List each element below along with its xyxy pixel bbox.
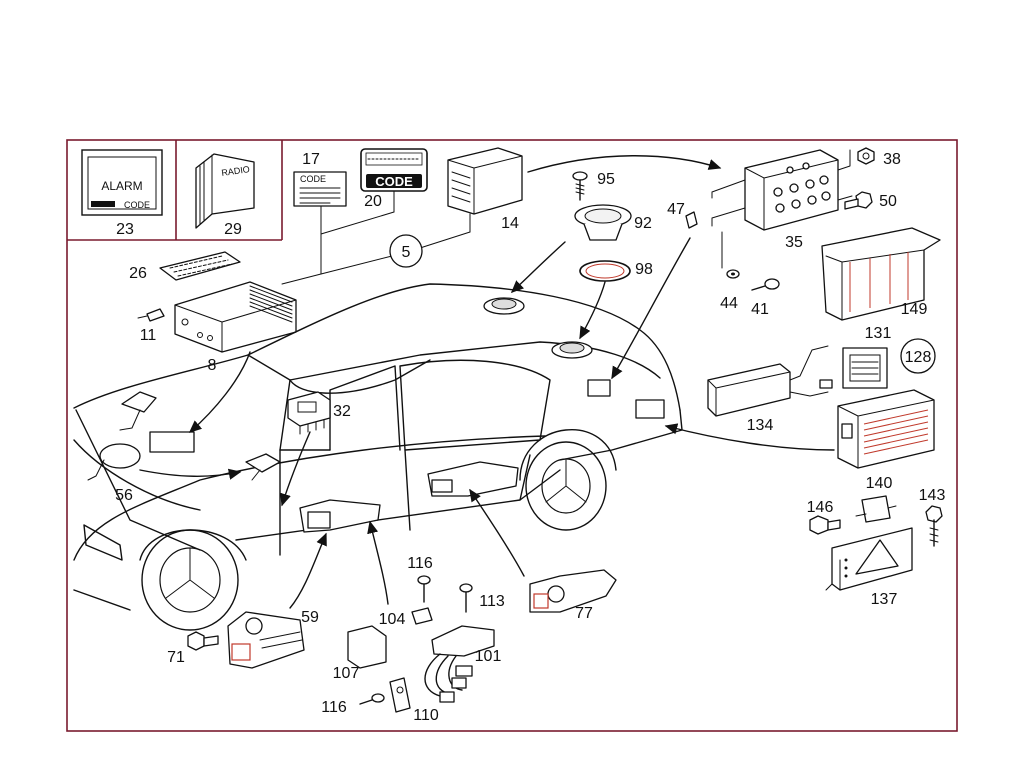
- radio-unit-part-14: [447, 147, 523, 215]
- alarm-text: ALARM: [101, 179, 142, 193]
- diagram-frame: [66, 139, 958, 732]
- callout-131: 131: [865, 325, 892, 342]
- bracket-part-110: [389, 677, 411, 713]
- bolt-part-146: [809, 515, 841, 535]
- callout-113: 113: [479, 593, 505, 610]
- amplifier-part-140: [837, 389, 935, 469]
- callout-41: 41: [751, 301, 769, 318]
- screw-part-116-lower: [359, 693, 385, 705]
- gasket-part-98: [579, 260, 631, 282]
- callout-29: 29: [224, 221, 242, 238]
- screw-part-41: [751, 278, 780, 291]
- bolt-part-50: [844, 191, 873, 210]
- code-display-text: CODE: [375, 174, 413, 189]
- sensor-assembly-part-59: [227, 611, 305, 669]
- callout-104: 104: [379, 611, 406, 628]
- callout-146: 146: [807, 499, 834, 516]
- code-card-part-17: CODE: [293, 171, 347, 207]
- screw-part-143: [925, 505, 943, 547]
- screw-part-113: [459, 583, 473, 613]
- alarm-sticker-part-23: ALARM CODE: [81, 149, 163, 216]
- code-card-text: CODE: [300, 174, 326, 184]
- radio-text: RADIO: [221, 164, 251, 178]
- fuse-part-11: [137, 308, 165, 322]
- cover-part-107: [347, 625, 387, 669]
- clip-part-104: [411, 607, 433, 625]
- callout-95: 95: [597, 171, 615, 188]
- washer-part-44: [726, 269, 740, 279]
- mounting-bracket-part-137: [825, 527, 913, 591]
- clip-part-47: [685, 211, 698, 229]
- callout-5: 5: [402, 244, 411, 261]
- callout-143: 143: [919, 487, 946, 504]
- speaker-part-92: [574, 204, 632, 241]
- callout-77: 77: [575, 605, 593, 622]
- bracket-part-35: [711, 149, 853, 231]
- callout-110: 110: [413, 707, 439, 724]
- callout-32: 32: [333, 403, 351, 420]
- callout-26: 26: [129, 265, 147, 282]
- callout-59: 59: [301, 609, 319, 626]
- wiring-part-101: [424, 625, 495, 703]
- handle-part-77: [529, 569, 617, 613]
- callout-labels: 5 8 11 14 17 20 23 26 29 32 35 38 41 44 …: [115, 151, 945, 724]
- callout-38: 38: [883, 151, 901, 168]
- nut-part-38: [857, 147, 875, 165]
- callout-5-leaders: [281, 190, 471, 285]
- code-display-part-20: CODE: [360, 148, 428, 192]
- bolt-part-71: [187, 631, 219, 651]
- remote-control-part-26: [159, 251, 241, 281]
- vehicle-body: [73, 283, 683, 631]
- callout-140: 140: [866, 475, 893, 492]
- screw-part-95: [572, 171, 588, 201]
- callout-11: 11: [140, 327, 157, 344]
- switch-part-32: [287, 391, 331, 435]
- callout-17: 17: [302, 151, 320, 168]
- callout-23: 23: [116, 221, 134, 238]
- callout-134: 134: [747, 417, 774, 434]
- alarm-code-text: CODE: [124, 200, 150, 210]
- control-board-part-134: [707, 345, 833, 417]
- callout-116-upper: 116: [407, 555, 433, 572]
- callout-20: 20: [364, 193, 382, 210]
- callout-35: 35: [785, 234, 803, 251]
- callout-71: 71: [167, 649, 185, 666]
- tray-part-149: [821, 227, 941, 321]
- callout-56: 56: [115, 487, 133, 504]
- callout-circle-128: [900, 338, 936, 374]
- module-part-131: [842, 347, 888, 389]
- clip-part-140-small: [855, 495, 897, 523]
- callout-137: 137: [871, 591, 898, 608]
- radio-manual-part-29: RADIO: [195, 153, 255, 229]
- callout-47: 47: [667, 201, 685, 218]
- callout-44: 44: [720, 295, 738, 312]
- callout-101: 101: [475, 648, 502, 665]
- callout-149: 149: [901, 301, 928, 318]
- radio-chassis-part-8: [174, 281, 297, 353]
- callout-128: 128: [905, 349, 932, 366]
- callout-8: 8: [208, 357, 217, 374]
- callout-14: 14: [501, 215, 519, 232]
- callout-92: 92: [634, 215, 652, 232]
- callout-107: 107: [333, 665, 360, 682]
- callout-50: 50: [879, 193, 897, 210]
- callout-98: 98: [635, 261, 653, 278]
- inset-boxes: [67, 140, 283, 241]
- arrows: [139, 155, 835, 609]
- callout-116-lower: 116: [321, 699, 347, 716]
- screw-part-116-upper: [417, 575, 431, 603]
